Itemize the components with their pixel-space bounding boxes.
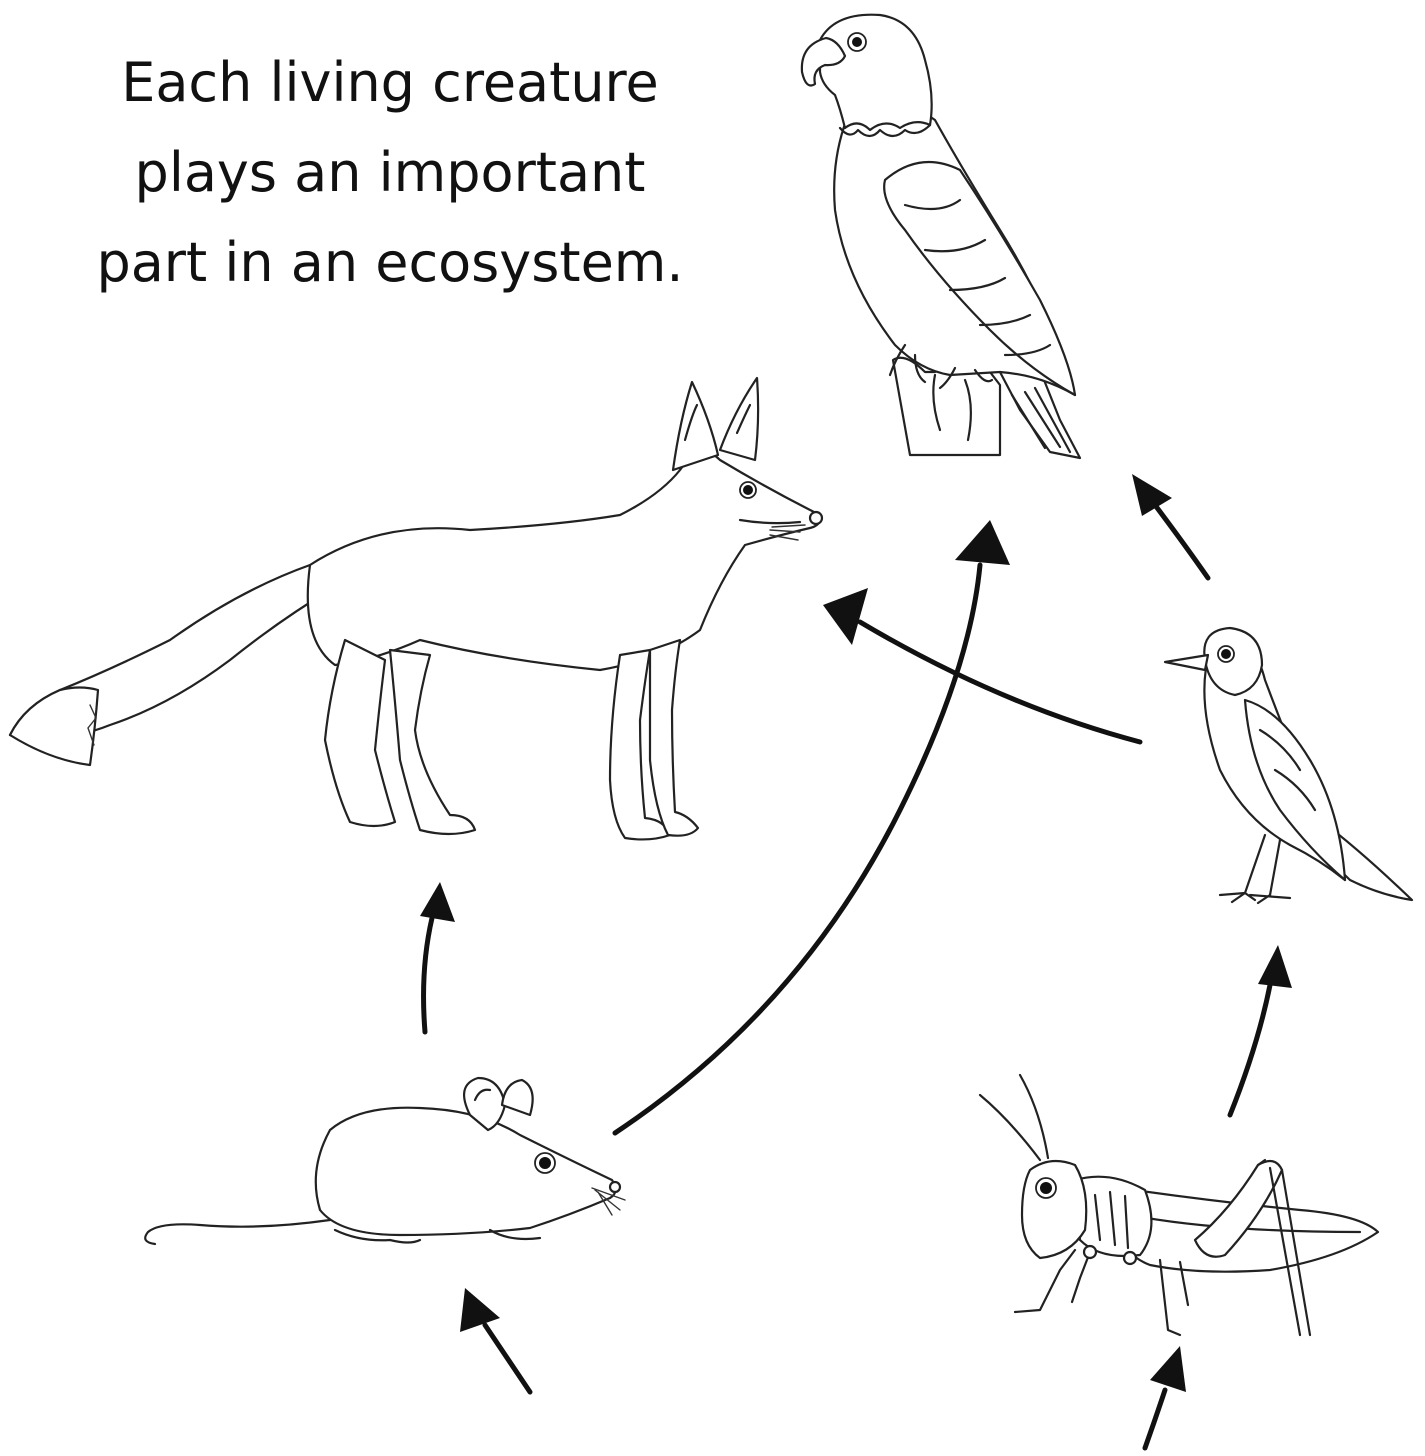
- arrow-mouse-to-fox: [424, 918, 432, 1032]
- arrow-bird-to-fox: [860, 622, 1140, 742]
- arrow-plants-to-mouse-head: [460, 1288, 500, 1332]
- arrow-grasshopper-to-bird-head: [1258, 945, 1292, 988]
- fox-illustration: [10, 378, 822, 839]
- arrow-mouse-to-eagle-head: [955, 520, 1010, 565]
- arrow-grasshopper-to-bird: [1230, 985, 1270, 1115]
- arrow-plants-to-grasshopper-head: [1150, 1346, 1186, 1392]
- arrow-bird-to-eagle: [1155, 505, 1208, 578]
- arrow-plants-to-mouse: [485, 1325, 530, 1392]
- arrow-mouse-to-fox-head: [420, 882, 455, 922]
- bird-illustration: [1165, 628, 1412, 903]
- arrow-bird-to-fox-head: [823, 588, 868, 645]
- grasshopper-illustration: [980, 1075, 1378, 1335]
- arrow-bird-to-eagle-head: [1132, 474, 1172, 516]
- mouse-illustration: [145, 1078, 625, 1244]
- arrow-plants-to-grasshopper: [1145, 1390, 1165, 1448]
- eagle-illustration: [802, 15, 1080, 458]
